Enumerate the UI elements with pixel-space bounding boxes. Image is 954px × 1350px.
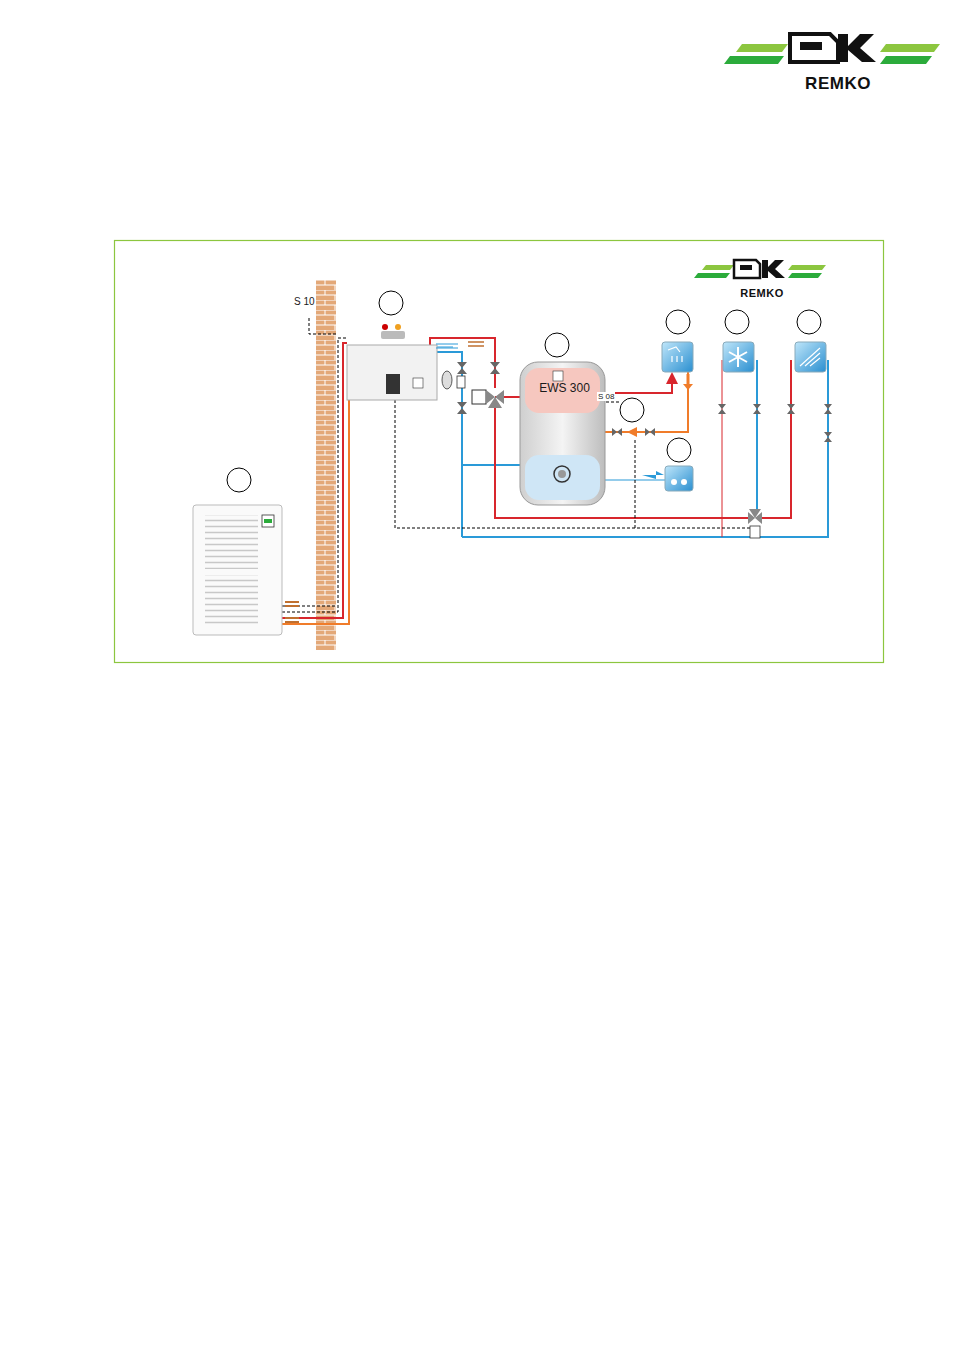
art-stroke [762,360,791,518]
art-stroke [347,345,437,400]
art-stroke [740,265,752,270]
art-stroke [285,602,299,622]
art-stroke [554,466,570,482]
art-stroke [662,342,693,372]
art-stroke [724,56,784,64]
art-stroke [462,464,520,466]
art-stroke [687,374,690,384]
art-stroke [790,34,838,62]
art-stroke [681,479,687,485]
sensor-box: S 10 [294,296,328,326]
pipes [282,318,828,624]
art-stroke [797,310,821,334]
art-stroke [729,347,747,367]
art-stroke [627,427,637,437]
label-text: EWS 300 [520,381,609,395]
logo-text: REMKO [786,74,890,94]
art-stroke [472,390,486,404]
art-stroke [683,384,693,390]
art-stroke [736,44,788,52]
art-stroke [800,348,820,366]
art-stroke [545,333,569,357]
art-stroke [748,509,762,524]
art-stroke [282,318,336,606]
art-stroke [620,398,644,422]
art-stroke [666,310,690,334]
art-stroke [457,376,465,388]
art-stroke [553,371,563,381]
art-stroke [282,343,347,618]
art-stroke [282,350,351,624]
art-stroke [205,515,258,569]
art-stroke [379,291,403,315]
art-stroke [795,342,826,372]
sensor-label: S 08 [597,392,615,401]
art-stroke [205,575,258,625]
art-stroke [264,519,272,523]
art-stroke [442,371,452,389]
wall [316,280,336,650]
frame [115,241,884,663]
art-stroke [386,374,400,394]
art-stroke [486,390,504,408]
art-stroke [395,324,401,330]
logo-top-graphic [724,34,940,64]
tank [520,333,605,505]
art-stroke [838,34,876,62]
logo-text: REMKO [730,287,794,299]
art-stroke [558,470,566,478]
logo-inner-graphic [694,260,826,278]
art-stroke [227,468,251,492]
pump [612,398,655,437]
art-stroke [788,273,822,278]
art-stroke [880,56,932,64]
art-stroke [671,479,677,485]
logo: REMKO [730,257,794,299]
art-stroke [667,438,691,462]
art-stroke [193,505,282,635]
art-stroke [880,44,940,52]
art-stroke [723,342,754,372]
icons [642,310,832,538]
art-stroke [282,338,347,612]
art-stroke [788,265,826,270]
art-stroke [642,471,664,479]
art-stroke [800,42,822,50]
storage-tank: EWS 300 [520,362,609,505]
art-stroke [381,331,405,339]
art-stroke [525,455,600,500]
art-stroke [262,515,274,527]
art-stroke [436,344,458,348]
art-stroke [722,360,723,537]
outdoor-unit [193,468,299,635]
art-stroke [725,310,749,334]
art-stroke [413,378,423,388]
art-stroke [734,260,760,278]
art-stroke [750,526,760,538]
art-stroke [612,428,655,436]
art-stroke [694,273,730,278]
art-stroke [468,342,484,346]
art-stroke [762,260,785,278]
indoor-unit [347,291,504,414]
art-stroke [718,404,832,442]
art-stroke [702,265,734,270]
art-stroke [462,360,828,537]
label-text: S 10 [294,296,328,307]
art-stroke [382,324,388,330]
art-stroke [756,360,758,511]
art-stroke [668,347,682,362]
logo: REMKO [786,28,890,94]
art-stroke [665,466,693,491]
art-stroke [437,347,453,348]
